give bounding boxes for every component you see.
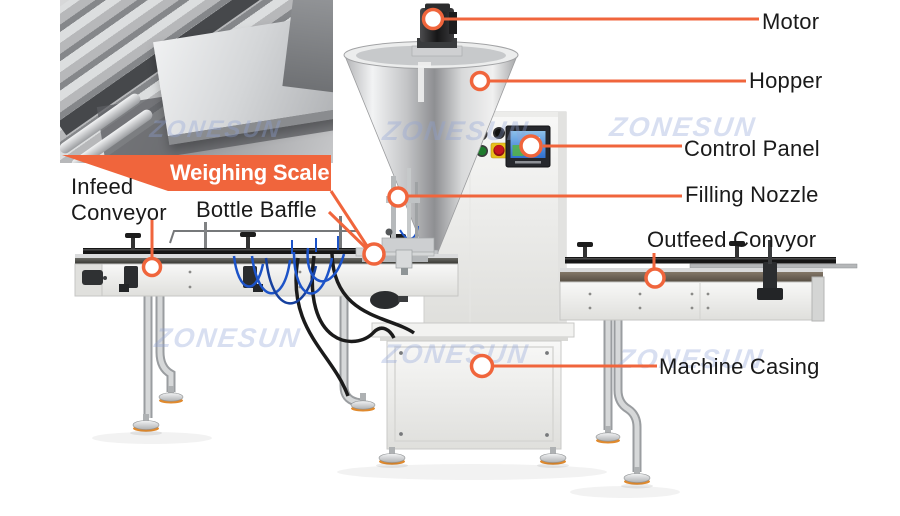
rail-knob bbox=[577, 242, 593, 258]
label-weighing-scale: Weighing Scale bbox=[170, 160, 330, 185]
marker-motor bbox=[421, 7, 445, 31]
marker-control-panel bbox=[519, 134, 543, 158]
label-bottle-baffle: Bottle Baffle bbox=[196, 197, 317, 222]
leader-line-weighing-scale bbox=[329, 190, 369, 247]
label-motor: Motor bbox=[762, 9, 820, 34]
weighing-scale-banner: Weighing Scale bbox=[58, 150, 334, 194]
rail-knob bbox=[125, 233, 141, 249]
label-filling-nozzle: Filling Nozzle bbox=[685, 182, 819, 207]
outfeed-conveyor-shape bbox=[559, 240, 858, 489]
marker-machine-casing bbox=[469, 353, 495, 379]
label-machine-casing: Machine Casing bbox=[659, 354, 820, 379]
label-infeed-line2: Conveyor bbox=[71, 200, 167, 225]
foot bbox=[130, 414, 162, 436]
leader-line-bottle-baffle bbox=[327, 210, 368, 250]
rail-knob bbox=[240, 232, 256, 249]
label-infeed-line1: Infeed bbox=[71, 174, 134, 199]
floor-shadows bbox=[92, 432, 680, 498]
marker-filling-nozzle bbox=[387, 186, 409, 208]
foot bbox=[537, 447, 569, 468]
foot bbox=[158, 386, 184, 404]
marker-weighing-scale bbox=[362, 242, 386, 266]
weighing-scale-inset-photo: ZONESUN bbox=[60, 0, 333, 163]
belt-clamp bbox=[119, 266, 138, 292]
label-control-panel: Control Panel bbox=[684, 136, 820, 161]
conveyor-clamp bbox=[757, 240, 783, 300]
marker-infeed-conveyor bbox=[141, 256, 163, 278]
rail-knob bbox=[729, 241, 745, 258]
marker-hopper bbox=[469, 70, 491, 92]
marker-outfeed-conveyor bbox=[644, 267, 666, 289]
bottle-baffle-rail bbox=[169, 216, 356, 254]
foot bbox=[595, 426, 621, 444]
foot bbox=[350, 393, 376, 412]
belt-clamp bbox=[243, 266, 263, 292]
label-infeed-conveyor: Infeed Conveyor bbox=[71, 174, 167, 226]
pneumatic-hoses bbox=[232, 225, 419, 397]
foot bbox=[621, 467, 653, 489]
label-hopper: Hopper bbox=[749, 68, 823, 93]
label-outfeed-conveyor: Outfeed Convyor bbox=[647, 227, 817, 252]
foot bbox=[376, 447, 408, 468]
